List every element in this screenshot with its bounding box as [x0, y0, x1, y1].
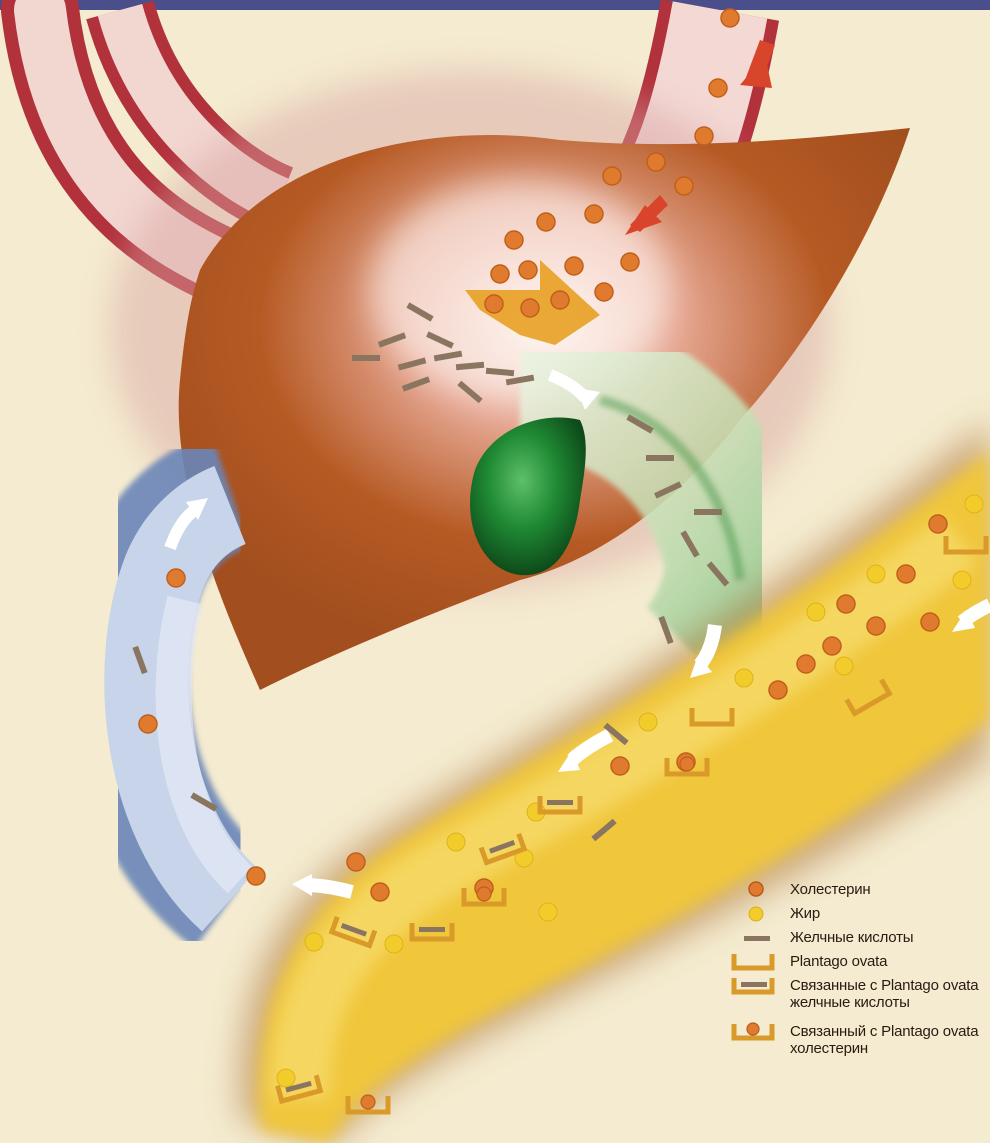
bile-acid-particle: [694, 509, 722, 515]
cholesterol-particle: [929, 515, 947, 533]
fat-particle: [735, 669, 753, 687]
fat-particle: [965, 495, 983, 513]
cholesterol-particle: [695, 127, 713, 145]
legend-label-plantago: Plantago ovata: [790, 953, 887, 970]
cholesterol-icon: [716, 878, 776, 902]
cholesterol-particle: [537, 213, 555, 231]
legend-label-bound-cholesterol: Связанный с Plantago ovata холестерин: [790, 1023, 980, 1057]
cholesterol-particle: [897, 565, 915, 583]
fat-particle: [447, 833, 465, 851]
bile-acid-particle: [646, 455, 674, 461]
bound-bile-acid-icon: [716, 974, 776, 998]
cholesterol-particle: [565, 257, 583, 275]
legend-item-bound-cholesterol: Связанный с Plantago ovata холестерин: [716, 1020, 986, 1066]
fat-particle: [953, 571, 971, 589]
cholesterol-particle: [837, 595, 855, 613]
cholesterol-particle: [371, 883, 389, 901]
cholesterol-particle: [611, 757, 629, 775]
legend-item-fat: Жир: [716, 902, 986, 926]
bound-cholesterol-icon: [716, 1020, 776, 1044]
cholesterol-particle: [647, 153, 665, 171]
cholesterol-particle: [505, 231, 523, 249]
legend-item-cholesterol: Холестерин: [716, 878, 986, 902]
fat-particle: [807, 603, 825, 621]
legend-item-bound-bile-acids: Связанные с Plantago ovata желчные кисло…: [716, 974, 986, 1020]
legend-label-bile-acids: Желчные кислоты: [790, 929, 913, 946]
cholesterol-particle: [167, 569, 185, 587]
legend-label-fat: Жир: [790, 905, 820, 922]
cholesterol-particle: [585, 205, 603, 223]
cholesterol-particle: [595, 283, 613, 301]
cholesterol-particle: [521, 299, 539, 317]
cholesterol-particle: [247, 867, 265, 885]
bound-cholesterol-particle: [680, 757, 694, 771]
fat-particle: [305, 933, 323, 951]
cholesterol-particle: [797, 655, 815, 673]
cholesterol-particle: [823, 637, 841, 655]
legend-item-plantago: Plantago ovata: [716, 950, 986, 974]
cholesterol-particle: [485, 295, 503, 313]
legend-label-cholesterol: Холестерин: [790, 881, 871, 898]
cholesterol-particle: [921, 613, 939, 631]
bile-acid-particle: [352, 355, 380, 361]
fat-particle: [835, 657, 853, 675]
legend-label-bound-bile-acids: Связанные с Plantago ovata желчные кисло…: [790, 977, 980, 1011]
fat-particle: [639, 713, 657, 731]
fat-particle: [385, 935, 403, 953]
cholesterol-particle: [675, 177, 693, 195]
cholesterol-particle: [347, 853, 365, 871]
legend: Холестерин Жир Желчные кислоты Plantago …: [716, 878, 986, 1066]
fat-icon: [716, 902, 776, 926]
cholesterol-particle: [709, 79, 727, 97]
cholesterol-particle: [621, 253, 639, 271]
bound-bile-acid-particle: [547, 800, 573, 805]
legend-item-bile-acids: Желчные кислоты: [716, 926, 986, 950]
cholesterol-particle: [491, 265, 509, 283]
bound-cholesterol-particle: [477, 887, 491, 901]
cholesterol-particle: [769, 681, 787, 699]
cholesterol-particle: [139, 715, 157, 733]
fat-particle: [867, 565, 885, 583]
plantago-icon: [716, 950, 776, 974]
fat-particle: [539, 903, 557, 921]
cholesterol-particle: [603, 167, 621, 185]
bound-bile-acid-particle: [419, 927, 445, 932]
cholesterol-particle: [551, 291, 569, 309]
bile-acid-icon: [716, 926, 776, 950]
bound-cholesterol-particle: [361, 1095, 375, 1109]
fat-particle: [277, 1069, 295, 1087]
cholesterol-particle: [867, 617, 885, 635]
cholesterol-particle: [519, 261, 537, 279]
cholesterol-particle: [721, 9, 739, 27]
